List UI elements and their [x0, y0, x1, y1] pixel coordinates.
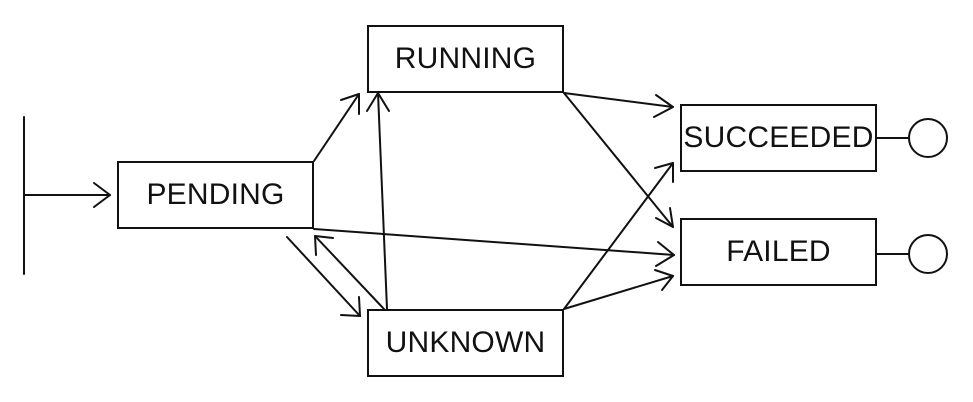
state-running: RUNNING [367, 25, 564, 93]
state-unknown-label: UNKNOWN [385, 326, 546, 359]
arrow-running-to-failed [563, 92, 674, 228]
arrow-unknown-to-succeeded [563, 162, 674, 310]
arrow-unknown-to-pending [314, 235, 385, 310]
arrow-unknown-to-failed [563, 269, 674, 310]
state-failed: FAILED [680, 218, 877, 286]
final-state-succeeded [876, 118, 948, 158]
arrow-pending-to-failed [313, 228, 675, 267]
arrow-pending-to-running [313, 93, 360, 162]
state-succeeded-label: SUCCEEDED [683, 121, 874, 154]
arrow-running-to-succeeded [563, 92, 674, 118]
state-running-label: RUNNING [394, 42, 537, 75]
arrow-unknown-to-running [366, 92, 390, 310]
state-unknown: UNKNOWN [367, 309, 564, 377]
state-pending-label: PENDING [146, 178, 285, 211]
state-failed-label: FAILED [726, 235, 831, 268]
state-succeeded: SUCCEEDED [680, 104, 877, 172]
final-state-failed [876, 234, 948, 274]
arrow-initial-to-pending [23, 182, 111, 208]
arrow-pending-to-unknown [286, 236, 361, 317]
state-pending: PENDING [117, 161, 314, 229]
